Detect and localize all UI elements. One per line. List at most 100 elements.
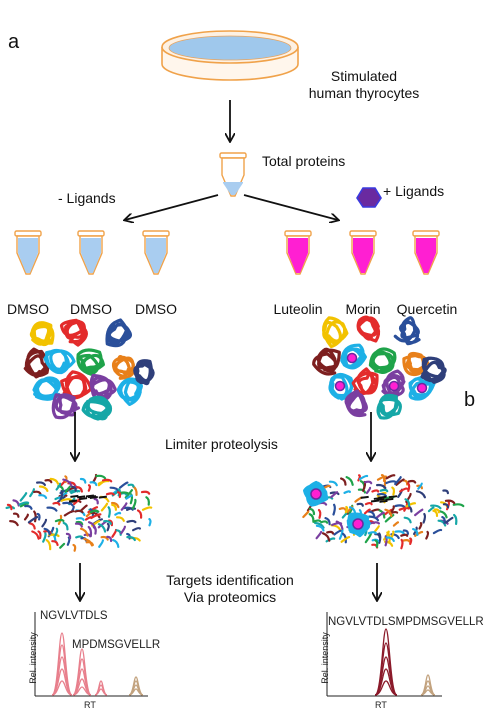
peptide-fragment xyxy=(112,539,120,548)
peptide-fragment xyxy=(312,519,322,523)
peptide-fragment xyxy=(340,477,347,486)
peptide-fragment xyxy=(80,504,88,512)
tube-liquid xyxy=(18,238,38,273)
peptide-fragment xyxy=(59,490,64,501)
peptide-fragment xyxy=(27,516,39,524)
protein-strand xyxy=(32,376,61,401)
peptide-fragment xyxy=(148,518,152,527)
peptide-fragment xyxy=(115,529,122,536)
peptide-fragment xyxy=(375,511,385,519)
peptide-fragment xyxy=(106,535,113,543)
peptide-fragment xyxy=(89,509,100,514)
peptide-fragment xyxy=(120,525,126,535)
peptide-fragment xyxy=(19,492,28,502)
peptide-fragment xyxy=(106,522,110,532)
peptide-fragment xyxy=(85,494,95,498)
protein-strand xyxy=(43,348,76,375)
peptide-fragment xyxy=(364,502,373,506)
peptide-fragment xyxy=(398,506,410,511)
peptide-fragment xyxy=(453,513,458,525)
peptide-fragment xyxy=(33,490,42,496)
peptide-fragment xyxy=(378,532,382,544)
peptide-fragment xyxy=(324,517,331,526)
source-label-line2: human thyrocytes xyxy=(308,85,420,101)
panel-a-label: a xyxy=(8,31,20,53)
protein-strand xyxy=(29,321,55,347)
right-peaks xyxy=(374,628,436,696)
protein-strand xyxy=(356,315,381,343)
proteolysis-label: Limiter proteolysis xyxy=(165,436,278,452)
protein-strand xyxy=(381,369,406,398)
peptide-fragment xyxy=(59,542,66,549)
peak-peptide-1 xyxy=(51,632,73,696)
peptide-fragment xyxy=(54,527,59,537)
minor-peak xyxy=(420,689,436,696)
arrow-plus-ligands xyxy=(243,194,338,220)
bound-ligand xyxy=(334,380,346,392)
peptide-fragment xyxy=(367,531,378,535)
peptide-fragment xyxy=(321,532,331,542)
peptide-fragment xyxy=(385,474,396,480)
ligand-tube-1-icon xyxy=(284,230,312,275)
peptide-fragment xyxy=(140,490,151,495)
tube-liquid xyxy=(223,182,243,195)
ligand-tube-2-icon xyxy=(349,230,377,275)
peptide-fragment xyxy=(400,538,404,550)
peptide-fragment xyxy=(414,530,424,537)
peptide-fragment xyxy=(417,482,423,490)
peptide-fragment xyxy=(376,483,387,490)
peptide-fragment xyxy=(31,530,40,540)
peptide-fragment xyxy=(100,535,109,541)
peptide-fragment xyxy=(124,489,133,499)
peptide-fragment xyxy=(85,541,94,547)
peptide-fragment xyxy=(70,494,79,498)
peptide-fragment xyxy=(332,503,336,516)
peptide-fragment xyxy=(36,481,46,486)
peptide-fragment xyxy=(87,484,91,492)
peptide-fragment xyxy=(380,474,386,482)
protein-strand xyxy=(312,347,341,376)
peptide-fragment xyxy=(403,516,412,524)
peptide-fragment xyxy=(62,478,73,487)
peak-peptide-1 xyxy=(51,644,73,696)
peak-peptide-merged xyxy=(374,656,398,696)
protected-strand xyxy=(347,512,371,535)
protein-strand xyxy=(89,373,117,403)
peptide-fragment xyxy=(62,521,69,531)
peptide-fragment xyxy=(57,491,68,500)
peptide-fragment xyxy=(131,498,137,510)
peptide-fragment xyxy=(368,515,380,522)
minor-peak xyxy=(420,680,436,696)
protein-strand xyxy=(111,355,136,380)
peptide-fragment xyxy=(404,498,411,507)
peptide-fragment xyxy=(60,498,72,502)
left-peaks xyxy=(51,632,144,696)
peptide-fragment xyxy=(41,518,48,528)
peptide-fragment xyxy=(328,480,338,487)
peptide-fragment xyxy=(57,514,63,525)
protein-strand xyxy=(76,348,105,376)
peak-peptide-1 xyxy=(51,668,73,696)
peptide-fragment xyxy=(12,499,20,507)
peptide-fragment xyxy=(385,480,397,485)
peptide-fragment xyxy=(111,503,117,511)
peptide-fragment xyxy=(388,495,398,499)
protein-cluster-right xyxy=(312,315,447,420)
peptide-fragment xyxy=(85,511,92,518)
tube-liquid xyxy=(416,238,436,273)
peptide-fragment xyxy=(427,506,435,513)
peptide-fragment xyxy=(369,521,380,525)
tube-liquid xyxy=(288,238,308,273)
bound-ligand xyxy=(416,382,428,394)
tube-liquid xyxy=(353,238,373,273)
peptide-fragment xyxy=(452,503,465,508)
peptide-fragment xyxy=(412,528,419,536)
bound-ligand xyxy=(310,488,322,500)
peptide-fragment xyxy=(92,526,97,535)
peptide-fragment xyxy=(385,497,394,501)
peptide-fragment xyxy=(315,524,325,532)
peptide-fragment xyxy=(93,497,99,505)
bound-ligand xyxy=(388,380,400,392)
peptide-fragment xyxy=(442,489,449,495)
